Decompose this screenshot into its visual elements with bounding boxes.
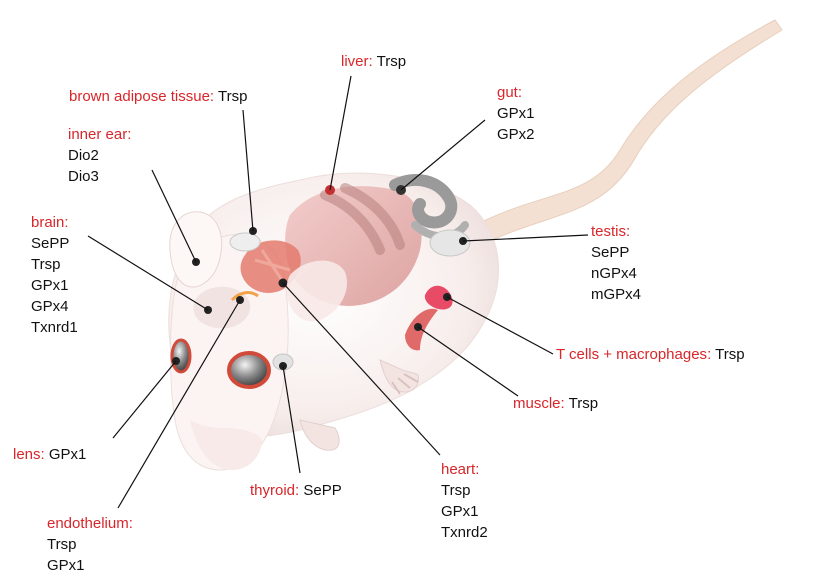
gene-name: Trsp xyxy=(715,346,744,363)
gene-name: SePP xyxy=(591,242,641,263)
gene-name: GPx1 xyxy=(47,555,133,576)
gene-name: Trsp xyxy=(47,534,133,555)
gene-name: nGPx4 xyxy=(591,263,641,284)
tissue-name: brown adipose tissue xyxy=(69,88,210,105)
heart-label: heart: Trsp GPx1 Txnrd2 xyxy=(441,459,488,543)
gene-name: Trsp xyxy=(377,53,406,70)
label-colon: : xyxy=(707,346,715,363)
label-colon: : xyxy=(210,88,218,105)
inner-ear-label: inner ear: Dio2 Dio3 xyxy=(68,124,131,187)
gene-name: Trsp xyxy=(218,88,247,105)
mouse-eye-right xyxy=(229,353,269,387)
label-colon: : xyxy=(369,53,377,70)
gene-name: GPx1 xyxy=(441,501,488,522)
mouse-front-foot xyxy=(300,420,339,450)
thyroid-label: thyroid: SePP xyxy=(250,480,342,501)
leader-gut xyxy=(401,120,485,190)
tissue-name: gut xyxy=(497,84,518,101)
testis-label: testis: SePP nGPx4 mGPx4 xyxy=(591,221,641,305)
label-colon: : xyxy=(41,446,49,463)
tissue-name: muscle xyxy=(513,395,561,412)
gene-name: SePP xyxy=(303,482,341,499)
gene-name: mGPx4 xyxy=(591,284,641,305)
gene-name: GPx1 xyxy=(49,446,87,463)
gene-name: Txnrd2 xyxy=(441,522,488,543)
label-colon: : xyxy=(475,461,479,478)
label-colon: : xyxy=(64,214,68,231)
tissue-name: liver xyxy=(341,53,369,70)
gene-name: Dio3 xyxy=(68,166,131,187)
liver-label: liver: Trsp xyxy=(341,51,406,72)
tissue-name: T cells + macrophages xyxy=(556,346,707,363)
gene-name: GPx1 xyxy=(31,275,78,296)
gene-name: SePP xyxy=(31,233,78,254)
tissue-name: inner ear xyxy=(68,126,127,143)
mouse-eye-left xyxy=(172,340,190,372)
label-colon: : xyxy=(626,223,630,240)
endothelium-label: endothelium: Trsp GPx1 xyxy=(47,513,133,576)
brown-adipose-label: brown adipose tissue: Trsp xyxy=(69,86,247,107)
tissue-name: brain xyxy=(31,214,64,231)
label-colon: : xyxy=(127,126,131,143)
gene-name: Trsp xyxy=(31,254,78,275)
gene-name: Trsp xyxy=(441,480,488,501)
brain-label: brain: SePP Trsp GPx1 GPx4 Txnrd1 xyxy=(31,212,78,338)
brown-adipose-organ xyxy=(230,233,260,251)
leader-lens xyxy=(113,361,176,438)
gene-name: Txnrd1 xyxy=(31,317,78,338)
label-colon: : xyxy=(561,395,569,412)
gene-name: Trsp xyxy=(569,395,598,412)
muscle-label: muscle: Trsp xyxy=(513,393,598,414)
gene-name: GPx4 xyxy=(31,296,78,317)
label-colon: : xyxy=(129,515,133,532)
t-cells-label: T cells + macrophages: Trsp xyxy=(556,344,745,365)
lens-label: lens: GPx1 xyxy=(13,444,86,465)
gene-name: Dio2 xyxy=(68,145,131,166)
gene-name: GPx1 xyxy=(497,103,535,124)
gut-label: gut: GPx1 GPx2 xyxy=(497,82,535,145)
tissue-name: testis xyxy=(591,223,626,240)
tissue-name: endothelium xyxy=(47,515,129,532)
tissue-name: lens xyxy=(13,446,41,463)
tissue-name: thyroid xyxy=(250,482,295,499)
gene-name: GPx2 xyxy=(497,124,535,145)
tissue-name: heart xyxy=(441,461,475,478)
label-colon: : xyxy=(518,84,522,101)
